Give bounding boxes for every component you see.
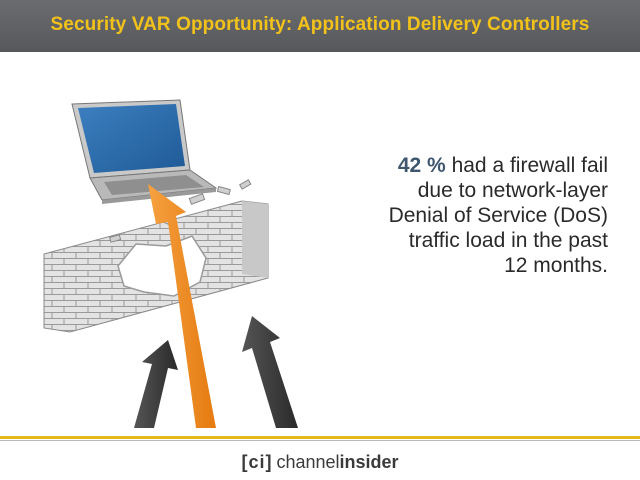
stat-callout: 42 % had a firewall fail due to network-… [340,153,608,278]
slide-title: Security VAR Opportunity: Application De… [50,14,590,35]
stat-line-3: Denial of Service (DoS) [388,204,608,227]
dark-arrow-icon [134,316,298,428]
stat-percent: 42 % [397,154,446,177]
stat-line-4: traffic load in the past [408,229,608,252]
stat-line-1: 42 % had a firewall fail [340,153,608,178]
logo-mark: [ci] [241,452,273,472]
channelinsider-logo: [ci]channelinsider [0,452,640,473]
logo-word-channel: channel [276,452,340,472]
header-bar: Security VAR Opportunity: Application De… [0,0,640,52]
footer-divider [0,440,640,441]
orange-arrow-icon [148,184,216,428]
laptop-icon [71,99,218,204]
stat-line-5: 12 months. [504,254,608,277]
stat-text-1: had a firewall fail [451,154,608,177]
firewall-illustration [43,99,298,428]
stat-line-2: due to network-layer [417,179,608,202]
footer-accent-line [0,436,640,439]
logo-word-insider: insider [339,452,399,472]
